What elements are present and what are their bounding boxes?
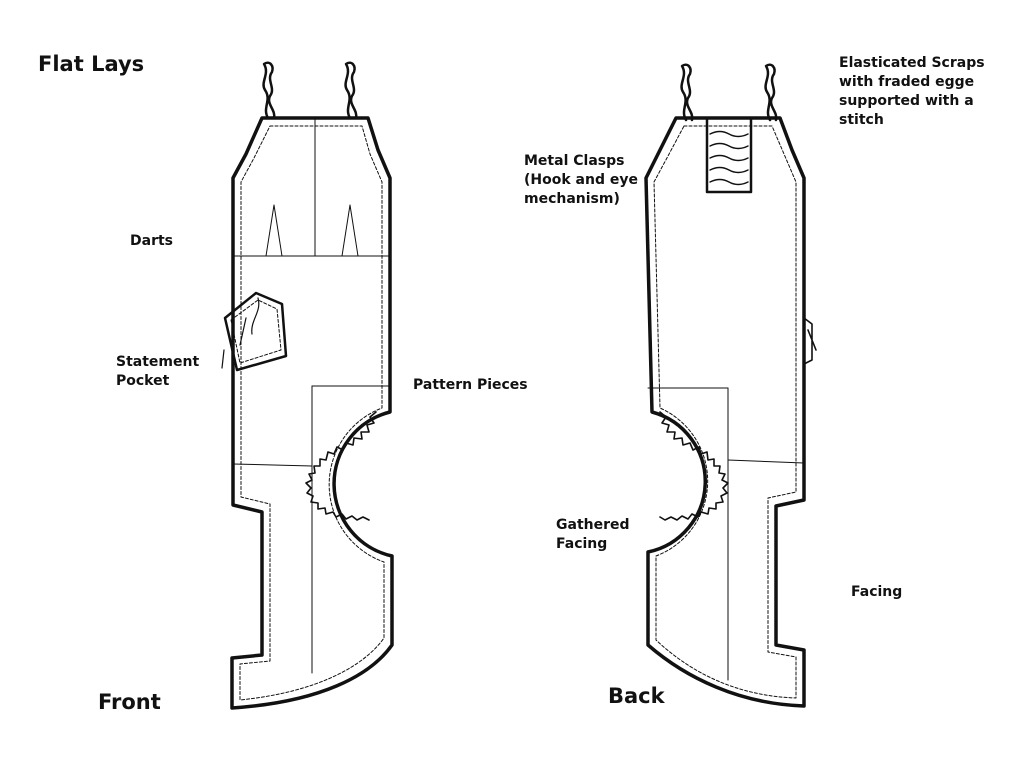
elasticated-scraps-label: Elasticated Scraps with fraded egge supp… bbox=[839, 55, 985, 128]
elastic-panel-drawing bbox=[705, 116, 753, 194]
page-title: Flat Lays bbox=[38, 52, 145, 76]
back-heading: Back bbox=[608, 684, 665, 708]
back-gathered-facing bbox=[659, 411, 729, 521]
statement-pocket-label: Statement Pocket bbox=[116, 354, 200, 389]
back-left-strap bbox=[680, 63, 694, 122]
front-outline bbox=[230, 116, 394, 710]
front-stitch-line bbox=[239, 125, 385, 701]
front-dart-right bbox=[341, 204, 359, 257]
front-heading: Front bbox=[98, 690, 161, 714]
front-dart-left bbox=[265, 204, 283, 257]
back-right-strap bbox=[764, 63, 778, 122]
pattern-pieces-label: Pattern Pieces bbox=[413, 377, 528, 393]
side-clasp-drawing bbox=[803, 317, 817, 365]
back-garment-drawing bbox=[644, 63, 817, 708]
back-outline bbox=[644, 116, 806, 708]
front-gathered-facing bbox=[305, 411, 377, 521]
darts-label: Darts bbox=[130, 233, 173, 249]
gathered-facing-label: Gathered Facing bbox=[556, 517, 630, 552]
front-left-strap bbox=[262, 61, 276, 120]
metal-clasps-label: Metal Clasps (Hook and eye mechanism) bbox=[524, 153, 638, 207]
front-right-strap bbox=[344, 61, 358, 120]
back-stitch-line bbox=[653, 125, 797, 699]
facing-label: Facing bbox=[851, 584, 903, 600]
front-garment-drawing bbox=[221, 61, 394, 710]
statement-pocket-drawing bbox=[221, 291, 288, 372]
